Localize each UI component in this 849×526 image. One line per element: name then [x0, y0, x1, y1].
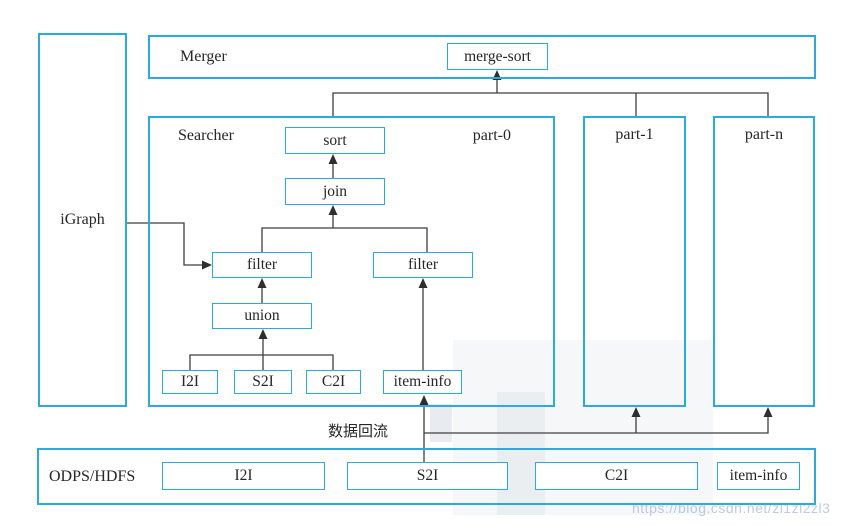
node-c2i: C2I [306, 370, 361, 394]
arrowhead-filter-left [257, 278, 267, 288]
data-backflow-label: 数据回流 [328, 424, 389, 440]
c2i-label: C2I [321, 373, 346, 390]
node-sort: sort [285, 127, 385, 154]
node-odps-item-info: item-info [717, 462, 800, 490]
node-i2i: I2I [162, 370, 218, 394]
node-odps-c2i: C2I [535, 462, 698, 490]
searcher-label: Searcher [178, 127, 234, 144]
container-igraph: iGraph [38, 33, 127, 407]
container-partn: part-n [713, 116, 815, 407]
container-odps-hdfs: ODPS/HDFS [37, 448, 816, 505]
odps-item-info-label: item-info [729, 467, 788, 484]
container-searcher-part0: Searcher part-0 [148, 116, 555, 407]
arrowhead-join [328, 205, 338, 215]
arrowhead-partn [763, 407, 773, 417]
node-filter-right: filter [373, 252, 473, 278]
i2i-label: I2I [180, 373, 200, 390]
node-join: join [285, 178, 385, 205]
odps-c2i-label: C2I [604, 467, 629, 484]
sort-label: sort [323, 131, 347, 149]
item-info-label: item-info [393, 373, 452, 390]
part1-label: part-1 [615, 126, 654, 143]
arrowhead-part1 [631, 407, 641, 417]
bus-parts-to-merger [332, 92, 769, 116]
bus-backflow-to-parts [424, 415, 769, 434]
node-merge-sort: merge-sort [447, 43, 548, 70]
node-odps-s2i: S2I [347, 462, 508, 490]
join-label: join [322, 182, 348, 200]
odps-hdfs-label: ODPS/HDFS [49, 467, 136, 485]
arrowhead-item-info [419, 395, 429, 405]
container-merger: Merger [148, 35, 816, 79]
merge-sort-label: merge-sort [464, 47, 531, 65]
s2i-label: S2I [252, 373, 274, 390]
arrowhead-filter-right [418, 278, 428, 288]
bus-sources-to-union [189, 354, 334, 370]
part0-label: part-0 [472, 127, 511, 144]
merger-label: Merger [180, 48, 227, 65]
arrowhead-union [258, 329, 268, 339]
odps-s2i-label: S2I [416, 467, 439, 484]
igraph-label: iGraph [60, 211, 105, 228]
watermark-logo-shape [497, 392, 545, 515]
node-item-info: item-info [383, 370, 462, 394]
node-filter-left: filter [212, 252, 312, 278]
filter-label: filter [246, 256, 278, 273]
arrow-line-igraph-to-filter [127, 222, 203, 266]
filter-label: filter [407, 256, 439, 273]
node-union: union [212, 303, 312, 329]
arrowhead-sort [328, 154, 338, 164]
union-label: union [244, 307, 280, 324]
container-part1: part-1 [583, 116, 686, 407]
bus-filters-to-join [261, 227, 428, 252]
node-s2i: S2I [234, 370, 292, 394]
arrowhead-igraph-filter [202, 260, 212, 270]
partn-label: part-n [744, 126, 784, 143]
node-odps-i2i: I2I [162, 462, 325, 490]
odps-i2i-label: I2I [234, 467, 253, 484]
